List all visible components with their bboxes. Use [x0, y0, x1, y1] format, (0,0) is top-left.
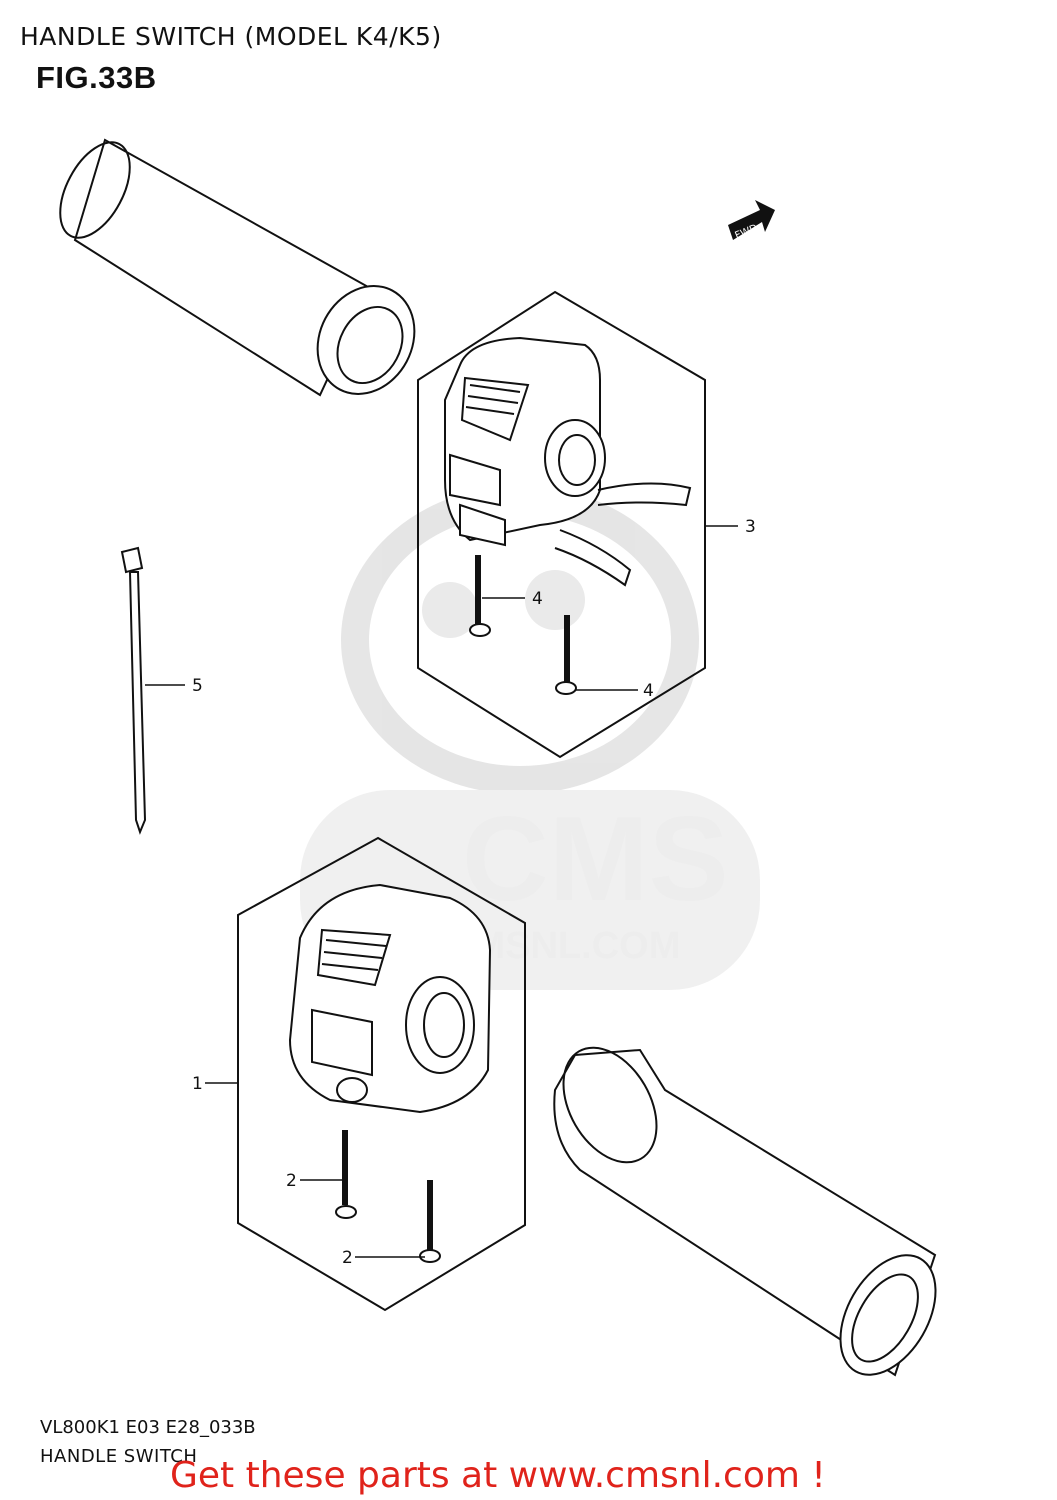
diagram-code: VL800K1 E03 E28_033B	[40, 1417, 256, 1438]
figure-number: FIG.33B	[36, 60, 157, 95]
callout-leaders	[145, 525, 738, 1258]
left-grip-part	[59, 138, 416, 397]
watermark-logo-text: CMS	[462, 792, 729, 926]
diagram-caption: HANDLE SWITCH	[40, 1446, 198, 1467]
throttle-grip-part	[553, 1046, 937, 1377]
forward-arrow-icon: FWD	[728, 200, 775, 242]
callout-5: 5	[192, 676, 203, 696]
page-title: HANDLE SWITCH (MODEL K4/K5)	[20, 22, 442, 51]
callout-1: 1	[192, 1074, 203, 1094]
callout-4-upper: 4	[532, 589, 543, 609]
left-switch-assembly-part	[237, 836, 526, 1312]
cable-tie-part	[120, 546, 147, 835]
callout-2-upper: 2	[286, 1171, 297, 1191]
callout-numbers: 3 4 4 5 1 2 2	[192, 517, 756, 1268]
callout-3: 3	[745, 517, 756, 537]
callout-2-lower: 2	[342, 1248, 353, 1268]
parts-link-banner[interactable]: Get these parts at www.cmsnl.com !	[170, 1455, 826, 1496]
callout-4-lower: 4	[643, 681, 654, 701]
right-switch-assembly-part	[417, 290, 706, 759]
